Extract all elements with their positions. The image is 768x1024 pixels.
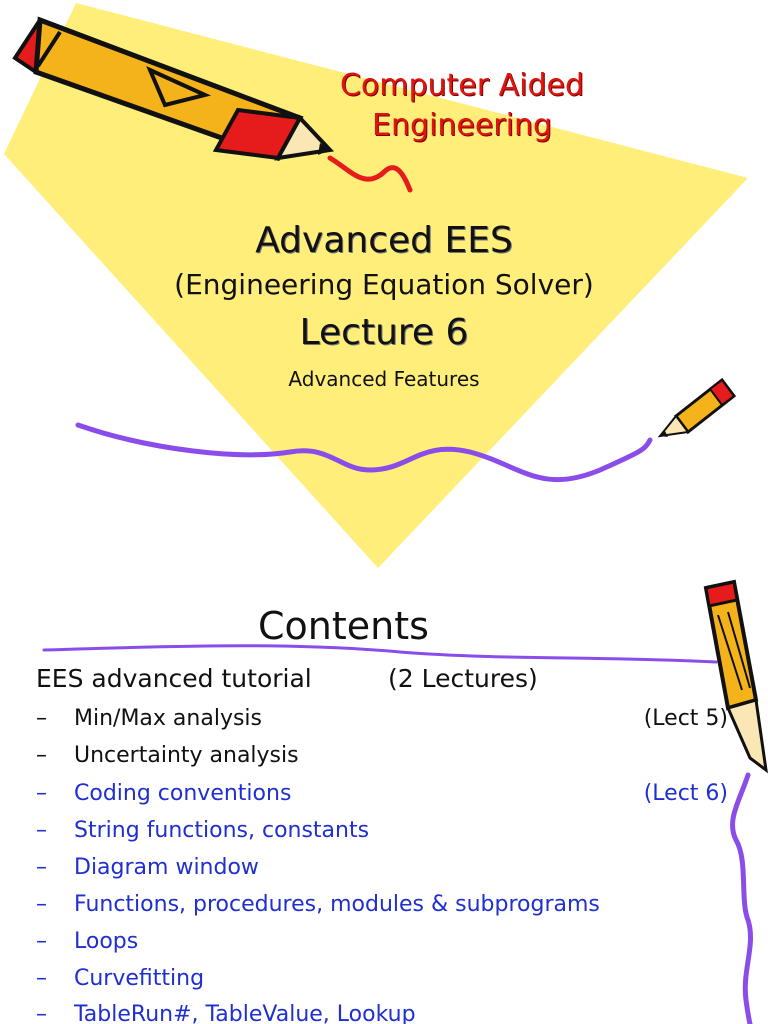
advanced-ees-title: Advanced EES xyxy=(255,220,513,261)
vertical-pencil-icon xyxy=(703,579,768,774)
squiggle-line-1 xyxy=(75,422,653,483)
list-dash: – xyxy=(36,781,47,806)
list-item: – Min/Max analysis (Lect 5) xyxy=(0,706,768,742)
list-item: – Uncertainty analysis xyxy=(0,743,768,779)
list-label: Min/Max analysis xyxy=(74,706,262,731)
yellow-diamond-shape xyxy=(4,3,748,568)
small-pencil-icon xyxy=(657,377,737,438)
ees-subtitle: (Engineering Equation Solver) xyxy=(174,268,594,301)
section-note: (2 Lectures) xyxy=(388,664,538,693)
list-item: – Diagram window xyxy=(0,855,768,891)
lecture-title: Lecture 6 xyxy=(299,312,469,353)
list-item: – Coding conventions (Lect 6) xyxy=(0,781,768,817)
squiggle-line-2 xyxy=(42,644,718,664)
tagline: Advanced Features xyxy=(288,367,480,391)
contents-title: Contents xyxy=(258,604,429,648)
section-heading: EES advanced tutorial xyxy=(36,664,312,693)
squiggle-line-3 xyxy=(730,772,753,1024)
list-label: Diagram window xyxy=(74,855,259,880)
list-dash: – xyxy=(36,855,47,880)
list-item: – Loops xyxy=(0,929,768,965)
list-dash: – xyxy=(36,929,47,954)
list-dash: – xyxy=(36,706,47,731)
list-dash: – xyxy=(36,892,47,917)
list-dash: – xyxy=(36,1002,47,1024)
list-dash: – xyxy=(36,743,47,768)
list-dash: – xyxy=(36,818,47,843)
list-label: String functions, constants xyxy=(74,818,370,843)
list-note: (Lect 5) xyxy=(643,706,728,731)
list-item: – Curvefitting xyxy=(0,966,768,1002)
list-item: – String functions, constants xyxy=(0,818,768,854)
list-label: Functions, procedures, modules & subprog… xyxy=(74,892,600,917)
pencil-icon xyxy=(12,16,413,193)
list-label: Uncertainty analysis xyxy=(74,743,299,768)
list-label: Curvefitting xyxy=(74,966,205,991)
list-label: TableRun#, TableValue, Lookup xyxy=(74,1002,416,1024)
list-item: – TableRun#, TableValue, Lookup xyxy=(0,1002,768,1024)
slide-divider xyxy=(0,574,768,584)
list-item: – Functions, procedures, modules & subpr… xyxy=(0,892,768,928)
list-note: (Lect 6) xyxy=(643,781,728,806)
list-dash: – xyxy=(36,966,47,991)
list-label: Loops xyxy=(74,929,139,954)
list-label: Coding conventions xyxy=(74,781,292,806)
